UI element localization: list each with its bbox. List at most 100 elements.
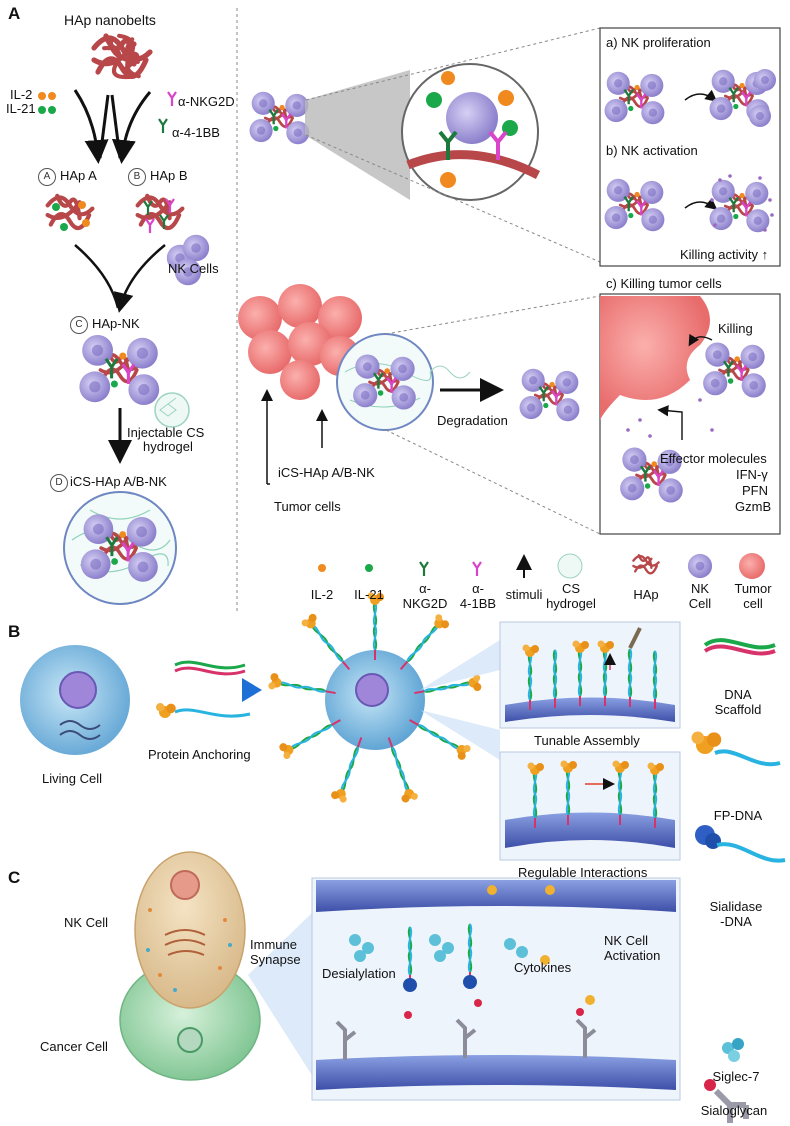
antibody-magenta-icon bbox=[471, 560, 483, 578]
hap-nk-complex bbox=[79, 335, 159, 405]
zoom-cone bbox=[305, 70, 410, 200]
marker-b: B bbox=[128, 168, 146, 186]
desialylation-label: Desialylation bbox=[322, 966, 396, 981]
nk-cells-graphic bbox=[166, 234, 210, 286]
panel-c-letter: C bbox=[8, 868, 21, 887]
il21-label: IL-21 bbox=[6, 101, 36, 116]
legend-41bb-label: α- 4-1BB bbox=[459, 581, 497, 611]
killing-activity-label: Killing activity ↑ bbox=[680, 247, 769, 262]
sialidase-label-2: -DNA bbox=[720, 914, 752, 929]
marker-d: D bbox=[50, 474, 68, 492]
panel-a-letter: A bbox=[8, 4, 21, 23]
immune-label-1: Immune bbox=[250, 937, 297, 952]
legend-il21-label: IL-21 bbox=[354, 587, 384, 602]
hap-nk-label: HAp-NK bbox=[92, 316, 140, 331]
nk-activation-label: b) NK activation bbox=[606, 143, 698, 158]
dna-scaffold-icon bbox=[703, 638, 776, 656]
antibody-green-icon bbox=[418, 560, 430, 578]
zoom-source-complex bbox=[250, 92, 310, 145]
effector-dots bbox=[710, 174, 774, 232]
il2-dot-icon bbox=[48, 92, 56, 100]
tumor-cell-cluster bbox=[238, 284, 362, 400]
marker-c: C bbox=[70, 316, 88, 334]
legend-hydrogel-label: CS hydrogel bbox=[546, 581, 596, 611]
effector-molecules-label: Effector molecules bbox=[660, 451, 767, 466]
fp-dna-legend-icon bbox=[691, 731, 781, 767]
marker-a: A bbox=[38, 168, 56, 186]
injectable-label-2: hydrogel bbox=[143, 439, 193, 454]
anti-nkg2d-label: α-NKG2D bbox=[178, 94, 235, 109]
nk-cells-label: NK Cells bbox=[168, 261, 219, 276]
hap-nanobelts-label: HAp nanobelts bbox=[64, 12, 156, 28]
tumor-tissue-shape bbox=[600, 296, 710, 420]
killing-tumor-label: c) Killing tumor cells bbox=[606, 276, 722, 291]
siglec-label: Siglec-7 bbox=[712, 1069, 760, 1084]
hydrogel-sphere-icon bbox=[154, 392, 190, 428]
legend-nk-label: NK Cell bbox=[688, 581, 712, 611]
killing-label: Killing bbox=[718, 321, 753, 336]
released-complex bbox=[520, 369, 580, 422]
arrow-stem-b bbox=[110, 94, 122, 159]
membrane-top bbox=[505, 697, 675, 722]
zoom-detail bbox=[406, 71, 541, 188]
nk-proliferation-label: a) NK proliferation bbox=[606, 35, 711, 50]
fp-dna-icon bbox=[156, 703, 251, 718]
regulable-interactions-label: Regulable Interactions bbox=[518, 865, 648, 880]
anti-41bb-label: α-4-1BB bbox=[172, 125, 220, 140]
arrow-to-hap-a bbox=[73, 89, 109, 164]
hap-b-label: HAp B bbox=[150, 168, 188, 183]
sialoglycan-label: Sialoglycan bbox=[700, 1103, 768, 1118]
ics-sphere-right bbox=[336, 333, 434, 431]
anti-41bb-antibody-icon bbox=[157, 117, 169, 135]
panel-b-letter: B bbox=[8, 622, 21, 641]
arrow-to-hap-b bbox=[111, 91, 152, 164]
nk-membrane bbox=[316, 880, 676, 912]
nk-cell-label: NK Cell bbox=[64, 915, 109, 930]
dna-scaffold-label-1: DNA bbox=[724, 687, 752, 702]
merge-arrow-right bbox=[113, 244, 166, 313]
ics-hap-label: iCS-HAp A/B-NK bbox=[70, 474, 167, 489]
hap-icon bbox=[632, 554, 660, 575]
il2-dot-icon bbox=[38, 92, 46, 100]
pfn-label: PFN bbox=[742, 483, 768, 498]
dna-scaffold-label-2: Scaffold bbox=[714, 702, 762, 717]
legend-nkg2d-label: α- NKG2D bbox=[402, 581, 448, 611]
tunable-assembly-label: Tunable Assembly bbox=[534, 733, 640, 748]
anti-nkg2d-antibody-icon bbox=[166, 90, 178, 108]
il2-label: IL-2 bbox=[10, 87, 33, 102]
il21-dot-icon bbox=[38, 106, 46, 114]
injectable-label-1: Injectable CS bbox=[127, 425, 205, 440]
ics-label-right: iCS-HAp A/B-NK bbox=[278, 465, 375, 480]
hap-nanobelts-graphic bbox=[94, 31, 150, 86]
gzmb-label: GzmB bbox=[735, 499, 772, 514]
ics-hap-sphere bbox=[63, 491, 177, 605]
nk-activation-label-2: Activation bbox=[604, 948, 661, 963]
hap-a-label: HAp A bbox=[60, 168, 97, 183]
legend-tumor-label: Tumor cell bbox=[734, 581, 772, 611]
cancer-cell-label: Cancer Cell bbox=[40, 1039, 108, 1054]
sialidase-dna-icon bbox=[695, 825, 786, 863]
nk-cancer-cells-graphic bbox=[119, 851, 261, 1081]
legend-il2-label: IL-2 bbox=[310, 587, 334, 602]
orange-dot-icon bbox=[318, 564, 326, 572]
hydrogel-icon bbox=[557, 553, 583, 579]
cancer-membrane bbox=[316, 1055, 676, 1090]
il21-dot-icon bbox=[48, 106, 56, 114]
protein-anchoring-label: Protein Anchoring bbox=[148, 747, 251, 762]
degradation-label: Degradation bbox=[437, 413, 508, 428]
dna-strand-icon bbox=[174, 660, 246, 676]
sialidase-label-1: Sialidase bbox=[709, 899, 763, 914]
nk-activation-label-1: NK Cell bbox=[604, 933, 649, 948]
ifn-label: IFN-γ bbox=[736, 467, 768, 482]
tumor-cell-icon bbox=[739, 553, 765, 579]
legend-hap-label: HAp bbox=[633, 587, 659, 602]
legend-stimuli-label: stimuli bbox=[505, 587, 543, 602]
synapse-contents bbox=[335, 885, 597, 1060]
membrane-bottom bbox=[505, 812, 675, 848]
hap-a-graphic bbox=[48, 196, 93, 231]
arrow-stem-a bbox=[98, 94, 110, 159]
green-dot-icon bbox=[365, 564, 373, 572]
immune-label-2: Synapse bbox=[250, 952, 301, 967]
living-cell-graphic bbox=[20, 645, 130, 755]
fp-dna-label: FP-DNA bbox=[713, 808, 763, 823]
